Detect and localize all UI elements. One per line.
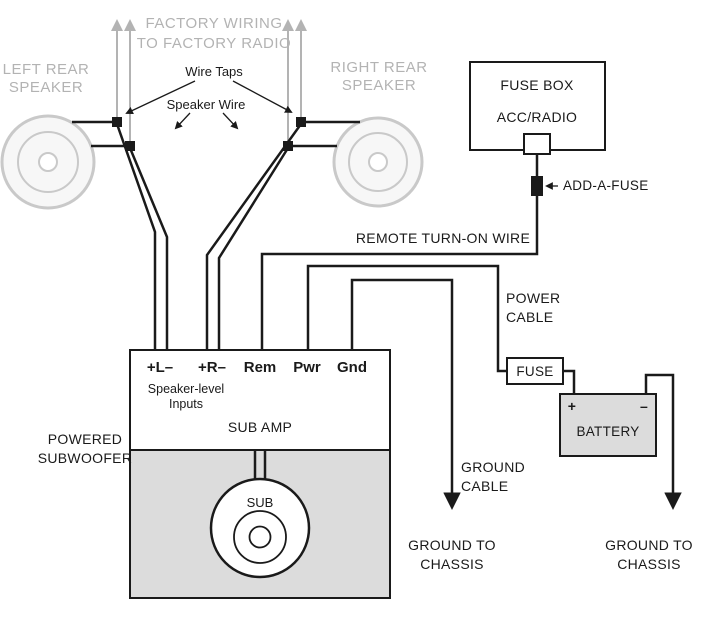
factory-wiring-label: FACTORY WIRING <box>145 15 282 32</box>
sub-label: SUB <box>247 495 274 510</box>
speaker-cone-ring <box>348 132 408 192</box>
factory-wiring-label: TO FACTORY RADIO <box>137 35 291 52</box>
speaker-level-wire-l1 <box>115 123 157 350</box>
wire-tap-icon <box>296 117 306 127</box>
battery-label: BATTERY <box>576 424 639 439</box>
speaker-level-wire-r1 <box>205 123 303 350</box>
wire-taps-pointer-icon <box>125 80 196 115</box>
speaker-level-inputs-label: Speaker-level <box>148 382 224 396</box>
battery-ground-chassis-label: GROUND TO <box>605 537 693 553</box>
powered-subwoofer: +L– +R– Rem Pwr Gnd Speaker-level Inputs… <box>129 349 391 599</box>
right-rear-speaker-label: SPEAKER <box>342 77 416 94</box>
remote-turn-on-label: REMOTE TURN-ON WIRE <box>356 230 530 246</box>
fuse-box: FUSE BOX ACC/RADIO <box>469 61 606 155</box>
wire-taps-pointer-icon <box>232 80 293 113</box>
battery-plus-terminal: + <box>568 398 576 414</box>
wire-taps-label: Wire Taps <box>185 64 243 79</box>
battery-outline <box>559 393 657 457</box>
sub-driver-cone <box>233 510 287 564</box>
powered-subwoofer-label: SUBWOOFER <box>38 450 132 466</box>
add-a-fuse-label: ADD-A-FUSE <box>563 178 649 193</box>
acc-radio-label: ACC/RADIO <box>497 109 578 125</box>
left-rear-speaker <box>0 114 96 210</box>
battery-ground-wire <box>644 373 682 510</box>
terminal-right-input: +R– <box>198 359 226 376</box>
battery-minus-terminal: – <box>640 398 648 414</box>
wire-tap-icon <box>283 141 293 151</box>
power-cable-label: CABLE <box>506 309 553 325</box>
speaker-level-wire-r2 <box>217 147 290 350</box>
speaker-level-wire-l2 <box>128 147 169 350</box>
acc-radio-slot <box>523 133 551 155</box>
battery: + – BATTERY <box>559 393 657 457</box>
power-cable-to-battery <box>563 369 576 394</box>
amp-ground-chassis-label: GROUND TO <box>408 537 496 553</box>
left-rear-speaker-label: LEFT REAR <box>3 61 90 78</box>
speaker-dust-cap <box>38 152 58 172</box>
inline-fuse-label: FUSE <box>516 364 553 379</box>
speaker-wire-pointer-icon <box>222 112 239 130</box>
wire-tap-icon <box>112 117 122 127</box>
add-a-fuse-icon <box>531 176 543 196</box>
ground-cable-label: GROUND <box>461 459 525 475</box>
ground-cable-label: CABLE <box>461 478 508 494</box>
terminal-remote: Rem <box>244 359 277 376</box>
battery-ground-chassis-label: CHASSIS <box>617 556 681 572</box>
right-rear-speaker <box>332 116 424 208</box>
speaker-wire-label: Speaker Wire <box>167 97 246 112</box>
terminal-left-input: +L– <box>147 359 173 376</box>
terminal-ground: Gnd <box>337 359 367 376</box>
fuse-box-title: FUSE BOX <box>500 77 574 93</box>
sub-amp-title: SUB AMP <box>228 419 292 435</box>
speaker-cone-ring <box>17 131 79 193</box>
left-rear-speaker-label: SPEAKER <box>9 79 83 96</box>
power-cable-wire <box>306 264 507 373</box>
sub-driver-cap <box>248 525 272 549</box>
terminal-power: Pwr <box>293 359 321 376</box>
remote-turn-on-wire <box>260 196 539 350</box>
right-rear-speaker-label: RIGHT REAR <box>330 59 427 76</box>
speaker-level-inputs-label: Inputs <box>169 397 203 411</box>
power-cable-label: POWER <box>506 290 560 306</box>
amp-ground-wire <box>350 278 461 510</box>
factory-wiring-arrows <box>111 19 307 144</box>
sub-amp-outline <box>129 349 391 451</box>
speaker-dust-cap <box>368 152 388 172</box>
amp-ground-chassis-label: CHASSIS <box>420 556 484 572</box>
powered-subwoofer-label: POWERED <box>48 431 122 447</box>
wire-tap-icon <box>125 141 135 151</box>
speaker-wire-pointer-icon <box>174 112 191 130</box>
